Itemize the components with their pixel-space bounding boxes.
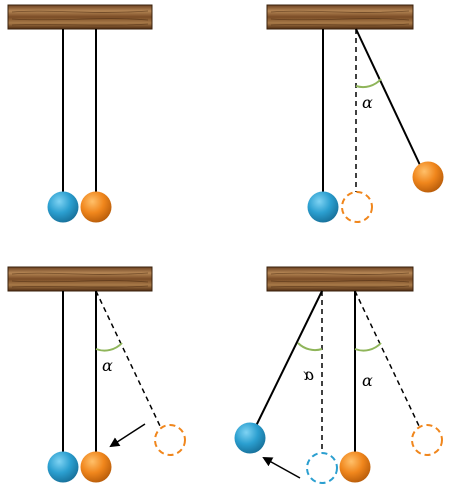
release-position-line [354,290,420,427]
blue-ball [234,422,266,454]
string [255,290,323,427]
angle-arc [95,342,123,352]
angle-label-mirrored: α [303,365,314,384]
panel-4-rebound: α α [234,266,443,484]
panel-1-rest [7,4,153,223]
blue-ball [47,191,79,223]
wood-grain [11,10,149,26]
panel-2-released: α [266,4,444,223]
wooden-beam [7,4,153,30]
orange-ball [80,191,112,223]
wood-grain [11,272,149,288]
wooden-beam [266,4,414,30]
orange-ball [339,451,371,483]
wooden-beam [7,266,153,292]
blue-ball [307,191,339,223]
motion-arrow [262,457,301,479]
ghost-ball-blue [306,452,338,484]
release-position-line [95,290,161,427]
blue-ball [47,451,79,483]
orange-ball [412,161,444,193]
angle-arc [354,342,382,352]
angle-label: α [362,371,373,390]
wooden-beam [266,266,414,292]
wood-grain [270,272,410,288]
angle-arc [355,78,382,89]
ghost-ball-orange [341,191,373,223]
string [355,28,421,166]
angle-label: α [102,356,113,375]
orange-ball [80,451,112,483]
angle-label: α [362,93,373,112]
panel-3-collision: α [7,266,186,483]
angle-arc [297,342,323,352]
ghost-ball-orange [411,424,443,456]
ghost-ball-orange [154,424,186,456]
motion-arrow [109,423,146,448]
wood-grain [270,10,410,26]
